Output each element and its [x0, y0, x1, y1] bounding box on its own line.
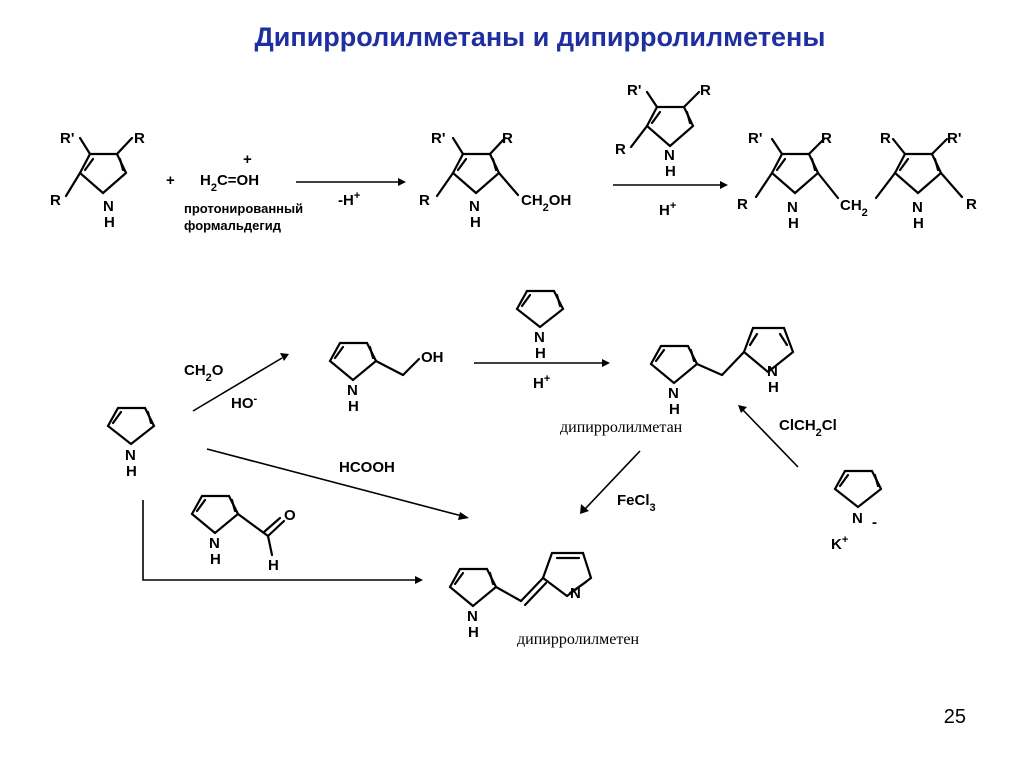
ring-h-label: H — [126, 463, 137, 480]
reagent-hcooh: HCOOH — [339, 459, 395, 476]
ring-n-label: N — [912, 199, 923, 216]
aldehyde-o-label: O — [284, 507, 296, 524]
ch2oh-label: CH2OH — [521, 192, 571, 214]
ring-n-label: N — [469, 198, 480, 215]
ring-h-label: H — [665, 163, 676, 180]
oh-label: OH — [421, 349, 444, 366]
slide-title: Дипирролилметаны и дипирролилметены — [254, 22, 826, 52]
arrow-aldehyde-route — [142, 500, 423, 584]
r-label: R — [615, 141, 626, 158]
reagent-caption-line2: формальдегид — [184, 218, 282, 233]
pyrrole-hydroxymethyl: R' R R N H CH2OH — [419, 130, 571, 231]
anion-charge: - — [872, 514, 877, 531]
r-label: R — [700, 82, 711, 99]
ring-h-label: H — [669, 401, 680, 418]
dipyrrolylmethane-substituted: R' R R N H CH2 R R' R N H — [737, 130, 977, 232]
ring-n-label: N — [664, 147, 675, 164]
ring-n-label: N — [668, 385, 679, 402]
arrow1-label: -H+ — [338, 190, 360, 209]
reagent-fecl3: FeCl3 — [617, 492, 656, 514]
aldehyde-h-label: H — [268, 557, 279, 574]
ring-n-label: N — [767, 363, 778, 380]
dipyrrolylmethane: N H N H дипирролилметан — [560, 326, 795, 436]
r-prime-label: R' — [627, 82, 641, 99]
arrow2-label: H+ — [659, 200, 676, 219]
reagent-caption-line1: протонированный — [184, 201, 303, 216]
pyrrole-2-carbaldehyde: O H N H — [190, 494, 296, 574]
ring-h-label: H — [470, 214, 481, 231]
pyrrole-2-hydroxymethyl: OH N H — [328, 341, 444, 415]
arrow-top-2: H+ — [613, 181, 728, 219]
charge-plus: + — [243, 151, 252, 168]
arrow-top-1: -H+ — [296, 178, 406, 209]
r-prime-label: R' — [748, 130, 762, 147]
reagent-hydroxide: HO- — [231, 393, 258, 412]
ring-n-label: N — [534, 329, 545, 346]
r-label: R — [880, 130, 891, 147]
ring-n-label: N — [347, 382, 358, 399]
pyrrole-reagent-bottom: N H — [515, 289, 565, 362]
ring-h-label: H — [104, 214, 115, 231]
r-label: R — [419, 192, 430, 209]
r-label: R — [737, 196, 748, 213]
ring-h-label: H — [348, 398, 359, 415]
pyrrole-parent: N H — [106, 406, 156, 480]
ring-n-label: N — [125, 447, 136, 464]
arrow-condensation: H+ — [474, 359, 610, 392]
reagent-clch2cl: ClCH2Cl — [779, 417, 837, 439]
dipyrrolylmethene: N H N дипирролилметен — [448, 551, 639, 648]
ring-h-label: H — [468, 624, 479, 641]
r-prime-label: R' — [60, 130, 74, 147]
reagent-formula: H2C=OH — [200, 172, 259, 194]
plus-sign: + — [166, 172, 175, 189]
ring-h-label: H — [788, 215, 799, 232]
ring-n-label: N — [103, 198, 114, 215]
ring-h-label: H — [768, 379, 779, 396]
ring-h-label: H — [210, 551, 221, 568]
r-label: R — [821, 130, 832, 147]
r-prime-label: R' — [431, 130, 445, 147]
ring-h-label: H — [913, 215, 924, 232]
arrow-ch2o: CH2O HO- — [184, 353, 289, 412]
pyrrole-substituted-start: R' R R N H — [50, 130, 145, 231]
ring-h-label: H — [535, 345, 546, 362]
ring-n-label: N — [787, 199, 798, 216]
arrow-hcooh: HCOOH — [206, 448, 469, 520]
protonated-formaldehyde: + H2C=OH протонированный формальдегид — [184, 151, 303, 233]
potassium-label: K+ — [831, 534, 848, 553]
ring-n-label: N — [570, 585, 581, 602]
product-methene-label: дипирролилметен — [517, 631, 639, 648]
arrow-fecl3: FeCl3 — [580, 450, 656, 514]
r-prime-label: R' — [947, 130, 961, 147]
ch2-bridge-label: CH2 — [840, 197, 868, 219]
r-label: R — [966, 196, 977, 213]
pyrrole-reagent-top: R' R R N H — [615, 82, 711, 180]
r-label: R — [502, 130, 513, 147]
potassium-pyrrolide: N - K+ — [831, 469, 883, 553]
ring-n-label: N — [209, 535, 220, 552]
r-label: R — [50, 192, 61, 209]
reagent-ch2o: CH2O — [184, 362, 224, 384]
arrow-clch2cl: ClCH2Cl — [738, 405, 837, 468]
r-label: R — [134, 130, 145, 147]
page-number: 25 — [943, 706, 966, 728]
ring-n-label: N — [467, 608, 478, 625]
ring-n-label: N — [852, 510, 863, 527]
product-methane-label: дипирролилметан — [560, 419, 683, 436]
acid-label: H+ — [533, 373, 550, 392]
